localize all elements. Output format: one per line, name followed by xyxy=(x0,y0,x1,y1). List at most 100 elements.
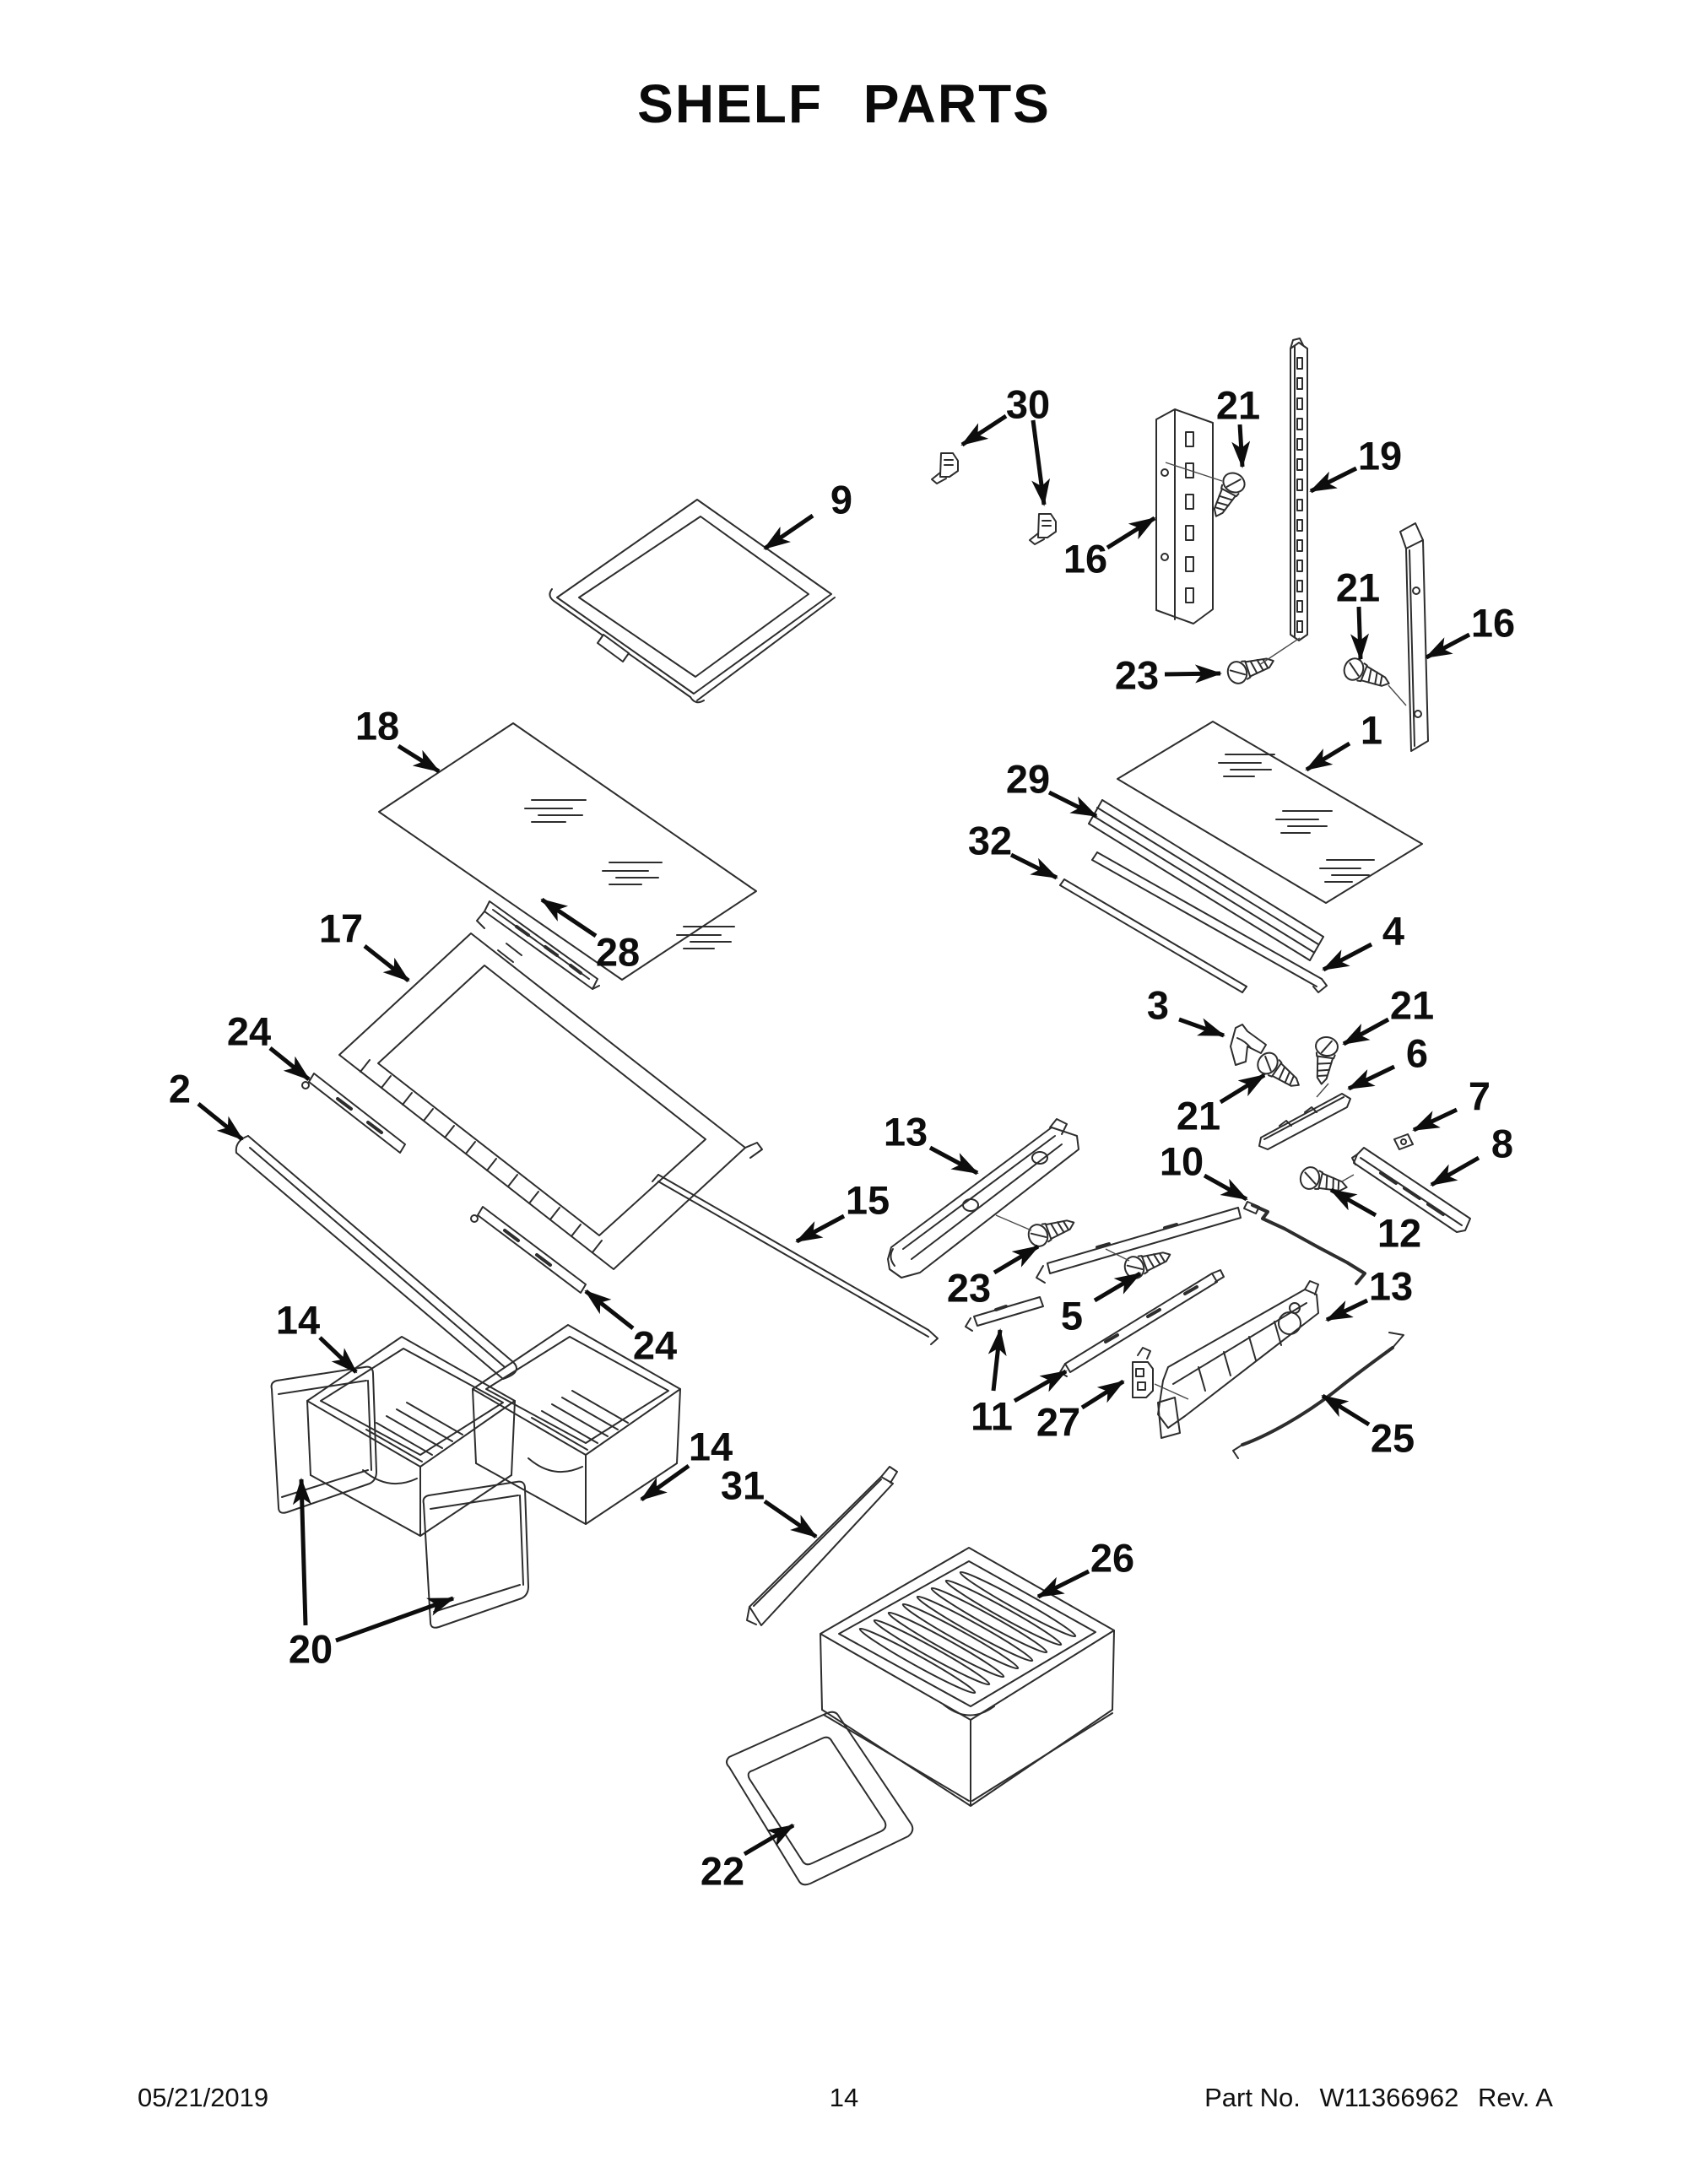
callout-6-arrow xyxy=(1347,1064,1396,1091)
part-26-crisper-pan xyxy=(820,1547,1115,1807)
callout-27-arrow xyxy=(1080,1379,1125,1410)
callout-21c-arrow xyxy=(1342,1017,1390,1046)
callout-27: 27 xyxy=(1036,1379,1125,1445)
callout-16b-arrow xyxy=(1425,632,1471,660)
part-13-cover-left xyxy=(887,1118,1079,1279)
callout-22: 22 xyxy=(701,1823,795,1894)
callout-14a: 14 xyxy=(276,1298,358,1374)
callout-24a-label: 24 xyxy=(227,1009,271,1054)
part-10-tilt-rod xyxy=(1243,1201,1366,1285)
callout-27-label: 27 xyxy=(1036,1400,1080,1445)
part-16-flat-standard-right xyxy=(1399,522,1429,752)
part-7-square-nut xyxy=(1393,1133,1414,1150)
part-30-shelf-clip-a xyxy=(931,452,959,484)
part-31-divider xyxy=(746,1466,898,1626)
callout-3-label: 3 xyxy=(1147,983,1169,1028)
callout-5-arrow xyxy=(1093,1271,1142,1303)
part-14-drawer-bin-right xyxy=(472,1324,681,1525)
callout-4: 4 xyxy=(1322,909,1404,972)
part-12-screw xyxy=(1297,1164,1350,1199)
callout-32-label: 32 xyxy=(968,819,1012,863)
callout-6-label: 6 xyxy=(1406,1031,1428,1076)
callout-2-label: 2 xyxy=(169,1067,191,1111)
callout-14a-label: 14 xyxy=(276,1298,320,1343)
part-23-screw-bottom xyxy=(1025,1211,1079,1250)
callout-16a-arrow xyxy=(1106,516,1156,550)
callout-24a-arrow xyxy=(268,1046,311,1081)
callout-23b: 23 xyxy=(947,1244,1040,1311)
callout-25-label: 25 xyxy=(1371,1416,1415,1461)
part-25-tube xyxy=(1232,1332,1404,1459)
callout-21d-arrow xyxy=(1219,1073,1266,1105)
page-title: SHELF PARTS xyxy=(637,73,1051,134)
callout-9: 9 xyxy=(763,478,852,551)
callout-23a: 23 xyxy=(1115,653,1222,698)
part-27-rail-bracket xyxy=(1132,1347,1154,1398)
callout-14b-arrow xyxy=(640,1463,690,1502)
callout-32: 32 xyxy=(968,819,1058,880)
part-21-screw-bracket xyxy=(1252,1048,1307,1095)
callout-7-label: 7 xyxy=(1469,1074,1491,1119)
part-21-screw-mid xyxy=(1309,1035,1340,1087)
callout-14b-label: 14 xyxy=(689,1424,733,1469)
callout-30-arrow xyxy=(1031,419,1051,506)
callout-15-arrow xyxy=(795,1214,846,1244)
callout-25: 25 xyxy=(1321,1393,1415,1461)
callout-24b: 24 xyxy=(584,1289,677,1368)
callout-16a-label: 16 xyxy=(1063,537,1107,581)
leader-lines xyxy=(995,462,1407,1400)
callout-3-arrow xyxy=(1178,1017,1225,1038)
footer-part-info: Part No. W11366962 Rev. A xyxy=(1193,2083,1553,2113)
callout-26: 26 xyxy=(1036,1536,1134,1599)
callout-23b-arrow xyxy=(993,1244,1040,1275)
part-8-mounting-rail xyxy=(1351,1147,1471,1233)
callout-9-arrow xyxy=(763,513,814,551)
callout-16a: 16 xyxy=(1063,516,1156,581)
part-1-glass-shelf xyxy=(1117,721,1423,904)
callout-21d: 21 xyxy=(1177,1073,1266,1138)
callout-10-label: 10 xyxy=(1160,1139,1204,1184)
callout-28: 28 xyxy=(540,897,640,975)
footer-page-number: 14 xyxy=(829,2083,859,2112)
callout-13a-arrow xyxy=(928,1145,979,1176)
callout-21d-label: 21 xyxy=(1177,1094,1220,1138)
callout-21a-arrow xyxy=(1231,424,1251,468)
callout-9-label: 9 xyxy=(830,478,852,522)
part-18-glass-shelf xyxy=(378,722,757,981)
callout-18-arrow xyxy=(397,743,441,774)
callout-8: 8 xyxy=(1430,1122,1513,1187)
callout-21b-arrow xyxy=(1350,606,1370,661)
footer-revision: Rev. A xyxy=(1477,2083,1553,2112)
callout-14a-arrow xyxy=(318,1336,358,1374)
part-9-framed-shelf xyxy=(549,499,836,704)
callout-19-label: 19 xyxy=(1358,434,1402,478)
callout-19: 19 xyxy=(1309,434,1402,494)
callout-13b: 13 xyxy=(1325,1264,1413,1322)
part-24-roller-rail-right xyxy=(470,1206,587,1294)
callout-15: 15 xyxy=(795,1178,890,1244)
callout-15-label: 15 xyxy=(846,1178,890,1223)
callout-16b-label: 16 xyxy=(1471,601,1515,646)
callout-8-label: 8 xyxy=(1491,1122,1513,1166)
part-17-shelf-frame xyxy=(338,933,763,1270)
part-5-slide-rail-middle xyxy=(1036,1207,1242,1284)
part-20-drawer-front-right xyxy=(422,1480,529,1629)
callout-29: 29 xyxy=(1006,757,1098,819)
callout-24b-label: 24 xyxy=(633,1323,677,1368)
callout-17-label: 17 xyxy=(319,906,363,951)
callout-30-arrow xyxy=(960,414,1008,447)
callout-21b-label: 21 xyxy=(1336,565,1380,610)
part-6-support-strip xyxy=(1258,1093,1351,1150)
callout-21b: 21 xyxy=(1336,565,1380,661)
part-2-trim-rail xyxy=(235,1135,517,1380)
part-16-channel-left xyxy=(1155,408,1214,624)
callout-12: 12 xyxy=(1329,1187,1421,1256)
callout-1-arrow xyxy=(1305,741,1351,772)
callout-1-label: 1 xyxy=(1361,708,1382,753)
part-22-pan-front xyxy=(726,1711,914,1886)
callout-12-label: 12 xyxy=(1377,1211,1421,1256)
callout-28-arrow xyxy=(540,897,598,938)
callout-21a-label: 21 xyxy=(1216,383,1260,428)
callout-29-arrow xyxy=(1047,790,1098,819)
